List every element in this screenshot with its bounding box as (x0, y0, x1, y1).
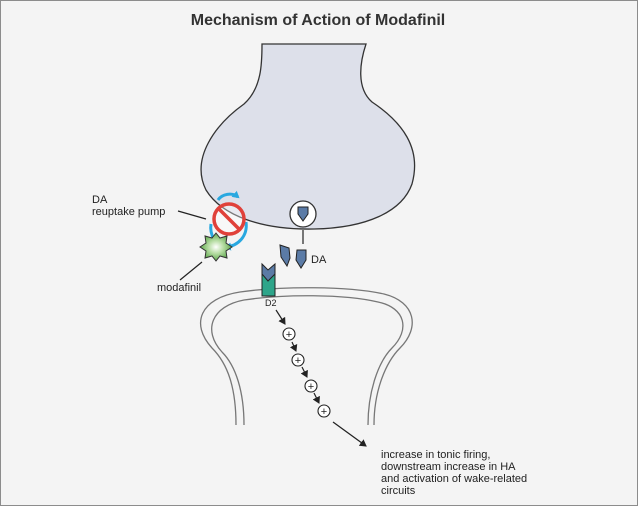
modafinil-molecule-icon (199, 232, 233, 262)
plus-signal-icon: + (308, 381, 314, 393)
d2-receptor-icon (261, 262, 276, 297)
arrow-icon (332, 421, 367, 447)
pump-label-line-2: reuptake pump (92, 206, 165, 218)
plus-signal-icon: + (286, 329, 292, 341)
modafinil-leader-line (179, 261, 203, 281)
pump-leader-line (177, 210, 207, 220)
effect-line-3: and activation of wake-related (381, 473, 527, 485)
diagram-title: Mechanism of Action of Modafinil (191, 12, 446, 29)
plus-signal-icon: + (321, 406, 327, 418)
presynaptic-terminal (200, 43, 416, 230)
effect-line-2: downstream increase in HA (381, 461, 516, 473)
receptor-label: D2 (265, 298, 277, 308)
effect-line-4: circuits (381, 485, 416, 497)
dopamine-molecule-icon (279, 244, 307, 269)
pump-label-line-1: DA (92, 194, 108, 206)
signal-cascade: + + + + (275, 309, 367, 447)
postsynaptic-membrane-inner (211, 295, 404, 426)
vesicle-icon (289, 200, 317, 228)
inhibition-sign-icon (212, 202, 246, 236)
plus-signal-icon: + (295, 355, 301, 367)
dopamine-label: DA (311, 254, 327, 266)
postsynaptic-membrane-outer (199, 287, 413, 426)
modafinil-label: modafinil (157, 282, 201, 294)
effect-line-1: increase in tonic firing, (381, 449, 490, 461)
